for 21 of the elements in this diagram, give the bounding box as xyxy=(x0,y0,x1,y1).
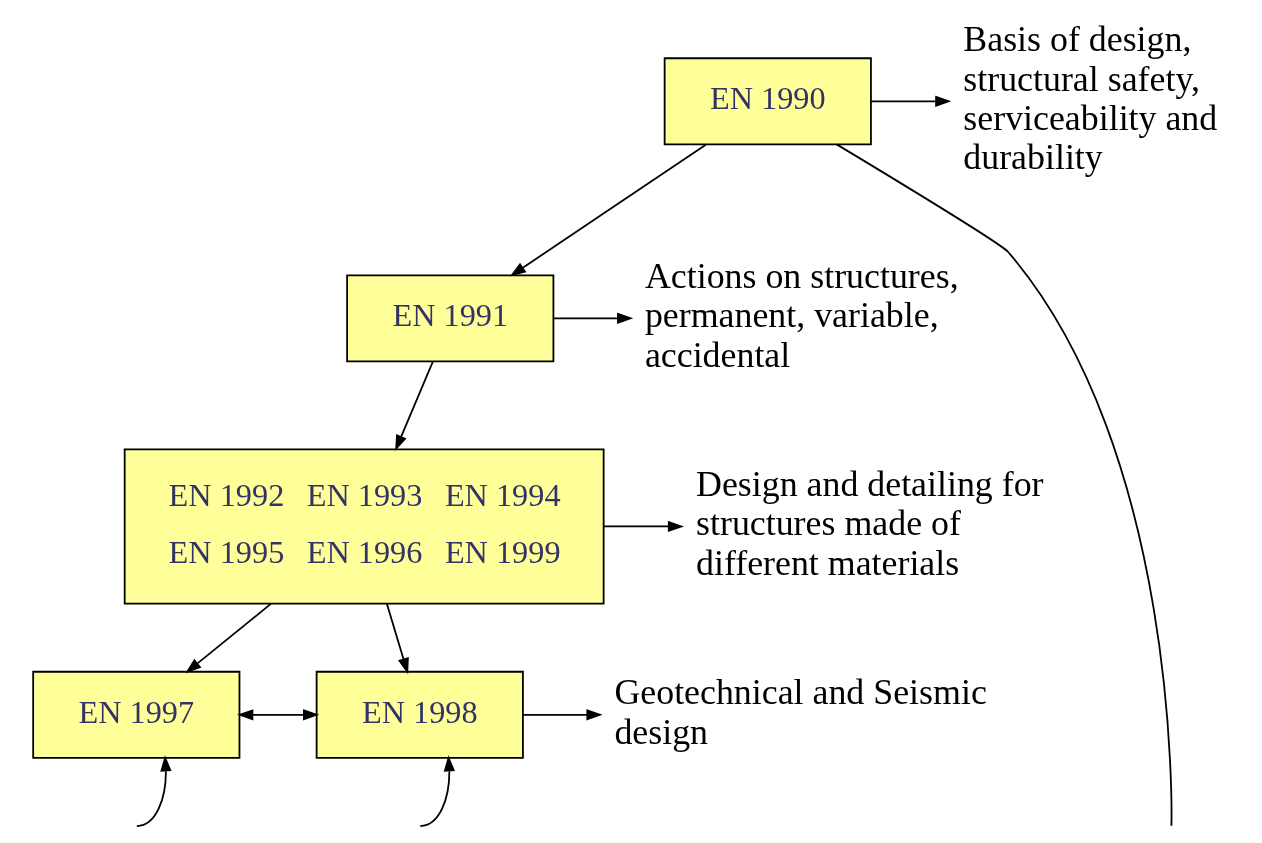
arrow xyxy=(419,755,456,827)
arrow xyxy=(603,520,685,533)
node-text: Design and detailing for structures made of different materials xyxy=(696,463,1044,583)
node-box: EN 1992 EN 1993 EN 1994 EN 1995 EN 1996 EN 1999 xyxy=(123,448,605,605)
arrow xyxy=(552,312,634,324)
arrow xyxy=(870,95,952,107)
node-box: EN 1991 xyxy=(346,274,555,363)
arrow xyxy=(386,603,409,675)
node-box: EN 1990 xyxy=(663,57,872,146)
node-box: EN 1998 xyxy=(315,670,524,759)
connector xyxy=(835,143,1173,827)
arrow xyxy=(522,709,603,721)
node-text: Geotechnical and Seismic design xyxy=(614,672,987,752)
arrow xyxy=(395,360,434,452)
arrow xyxy=(509,143,707,277)
arrow xyxy=(237,709,320,721)
node-text: Actions on structures, permanent, variable, accidental xyxy=(644,255,959,375)
arrow xyxy=(135,755,172,827)
node-text: Basis of design, structural safety, serviceability and durability xyxy=(963,19,1218,178)
node-box: EN 1997 xyxy=(32,670,241,759)
arrow xyxy=(185,603,272,674)
